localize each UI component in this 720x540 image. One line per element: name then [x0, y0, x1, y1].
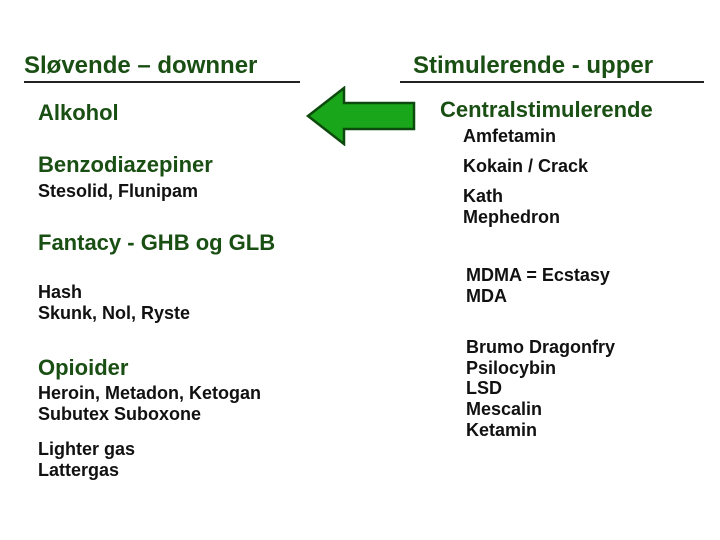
alkohol-title: Alkohol: [38, 100, 119, 125]
list-item: Lighter gas: [38, 439, 136, 459]
arrow-left-icon: [306, 86, 416, 146]
right-header: Stimulerende - upper: [413, 52, 654, 79]
hallucinogen-list: Brumo Dragonfry Psilocybin LSD Mescalin …: [466, 337, 615, 440]
list-item: Mescalin: [466, 399, 543, 420]
list-item: Heroin, Metadon, Ketogan: [38, 383, 262, 403]
list-item: LSD: [466, 378, 502, 399]
list-item: Hash: [38, 282, 83, 302]
centralstimulerende-title: Centralstimulerende: [440, 97, 653, 122]
stim-item-kokain: Kokain / Crack: [463, 156, 589, 176]
mdma-list: MDMA = Ecstasy MDA: [466, 265, 610, 306]
list-item: MDA: [466, 285, 507, 306]
gas-list: Lighter gas Lattergas: [38, 439, 135, 480]
hash-list: Hash Skunk, Nol, Ryste: [38, 282, 190, 323]
opioider-title: Opioider: [38, 355, 129, 380]
list-item: Skunk, Nol, Ryste: [38, 302, 191, 323]
list-item: MDMA = Ecstasy: [466, 265, 610, 285]
list-item: Subutex Suboxone: [38, 403, 202, 424]
stim-item-amfetamin: Amfetamin: [463, 126, 557, 146]
list-item: Ketamin: [466, 419, 538, 440]
benzodiazepiner-examples: Stesolid, Flunipam: [38, 181, 199, 201]
stim-kath-list: Kath Mephedron: [463, 186, 560, 227]
list-item: Kath: [463, 186, 503, 206]
list-item: Mephedron: [463, 206, 560, 227]
left-header-underline: [24, 81, 300, 83]
benzodiazepiner-title: Benzodiazepiner: [38, 152, 213, 177]
list-item: Brumo Dragonfry: [466, 337, 616, 357]
opioider-list: Heroin, Metadon, Ketogan Subutex Suboxon…: [38, 383, 261, 424]
left-header: Sløvende – downner: [24, 52, 258, 79]
right-header-underline: [400, 81, 704, 83]
list-item: Psilocybin: [466, 357, 557, 378]
list-item: Lattergas: [38, 459, 120, 480]
fantacy-title: Fantacy - GHB og GLB: [38, 230, 276, 255]
